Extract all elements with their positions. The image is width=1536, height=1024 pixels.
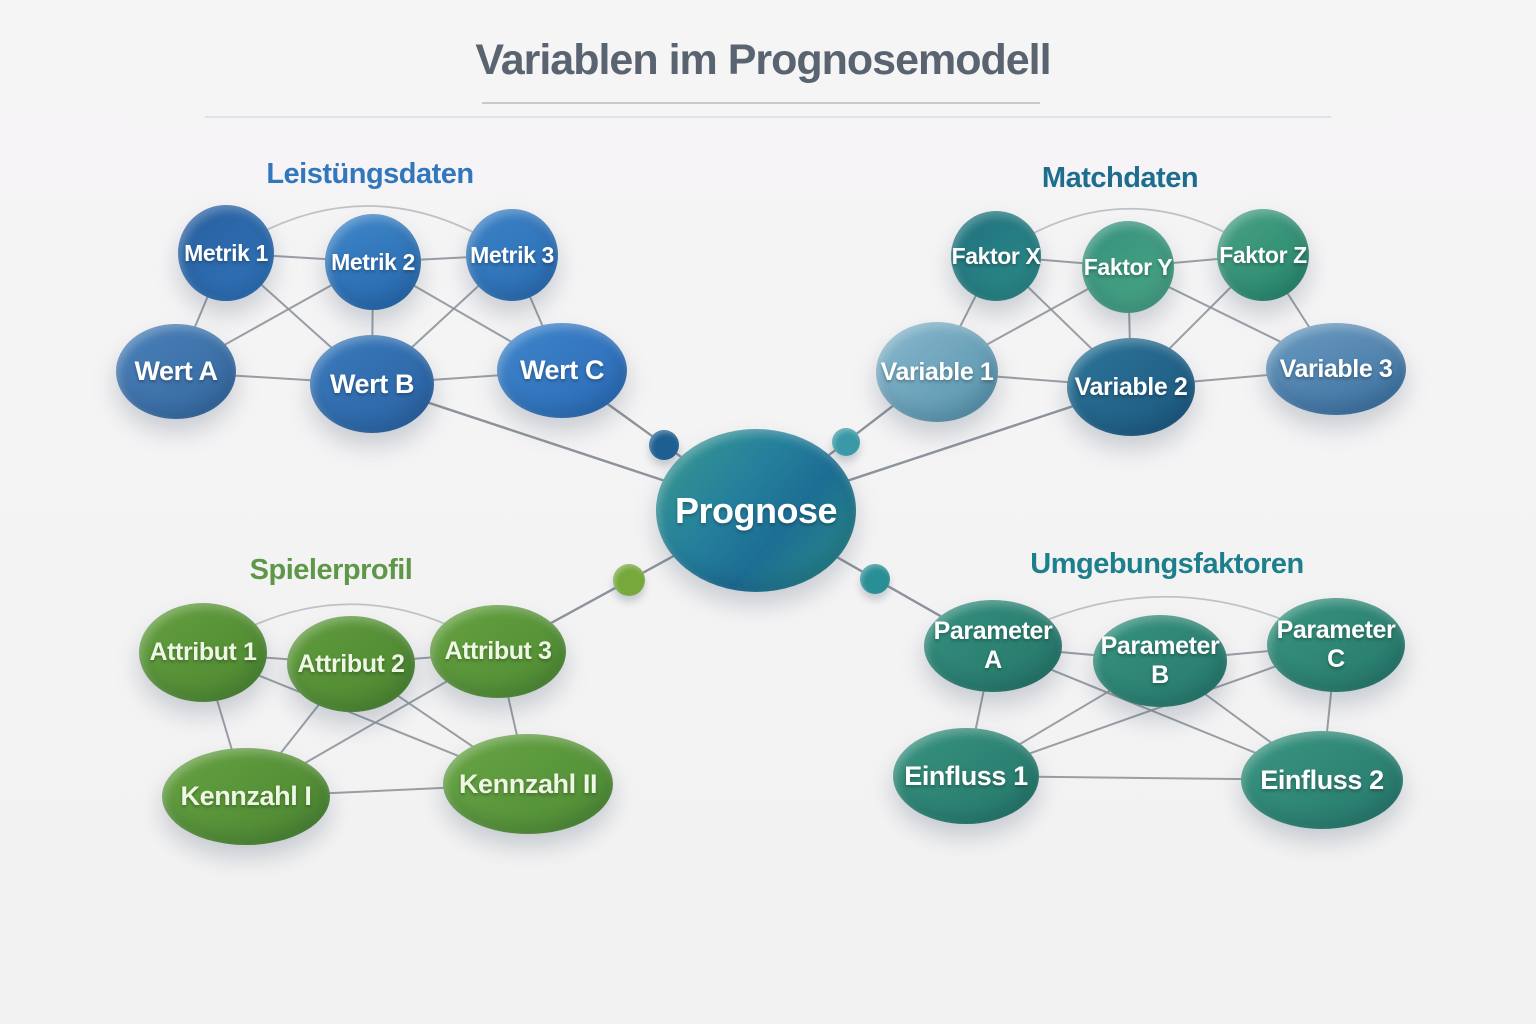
node-wert-b: Wert B (310, 335, 434, 433)
node-kennzahl-i: Kennzahl I (162, 748, 330, 845)
page-title: Variablen im Prognosemodell (475, 36, 1051, 84)
node-wert-c: Wert C (497, 323, 627, 418)
connector-dot-umgebungsfaktoren (860, 564, 890, 594)
node-attribut-3: Attribut 3 (430, 605, 566, 698)
connector-dot-matchdaten (832, 428, 860, 456)
node-parameter-c: Parameter C (1267, 598, 1405, 692)
node-parameter-b: Parameter B (1093, 615, 1227, 707)
cluster-heading-leistungsdaten: Leistüngsdaten (266, 158, 474, 190)
node-metrik-3: Metrik 3 (466, 209, 558, 301)
connector-dot-spielerprofil (613, 564, 645, 596)
node-kennzahl-ii: Kennzahl II (443, 734, 613, 834)
node-prognose-center: Prognose (656, 429, 856, 592)
node-metrik-2: Metrik 2 (325, 214, 421, 310)
node-einfluss-2: Einfluss 2 (1241, 731, 1403, 829)
node-attribut-2: Attribut 2 (287, 616, 415, 712)
header-divider (205, 116, 1331, 118)
title-underline (482, 102, 1040, 104)
node-einfluss-1: Einfluss 1 (893, 728, 1039, 824)
node-faktor-x: Faktor X (951, 211, 1041, 301)
node-faktor-z: Faktor Z (1217, 209, 1309, 301)
node-wert-a: Wert A (116, 324, 236, 419)
node-parameter-a: Parameter A (924, 600, 1062, 692)
node-metrik-1: Metrik 1 (178, 205, 274, 301)
cluster-heading-umgebungsfaktoren: Umgebungsfaktoren (1030, 548, 1304, 580)
cluster-heading-spielerprofil: Spielerprofil (249, 554, 413, 586)
cluster-heading-matchdaten: Matchdaten (1041, 162, 1199, 194)
node-variable-1: Variable 1 (876, 322, 998, 422)
node-variable-3: Variable 3 (1266, 323, 1406, 415)
node-variable-2: Variable 2 (1067, 338, 1195, 436)
node-attribut-1: Attribut 1 (139, 603, 267, 702)
connector-dot-leistungsdaten (649, 430, 679, 460)
node-faktor-y: Faktor Y (1082, 221, 1174, 313)
